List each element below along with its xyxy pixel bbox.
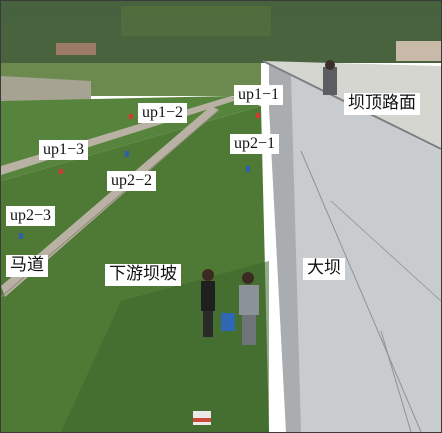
person-right-head <box>242 272 254 284</box>
survey-marker-up1-2 <box>129 114 133 119</box>
wall-crack-1 <box>300 150 422 432</box>
label-up2-1: up2−1 <box>230 134 280 155</box>
equipment-box <box>221 313 235 331</box>
person-right-legs <box>242 315 256 345</box>
label-crest-road: 坝顶路面 <box>344 93 420 115</box>
person-left-head <box>202 269 214 281</box>
distant-building-right <box>396 41 441 61</box>
person-left-body <box>201 281 215 311</box>
survey-marker-up2-1 <box>246 166 250 172</box>
slope-sign-stripe <box>193 418 211 422</box>
distant-building-left <box>56 43 96 55</box>
survey-marker-up2-2 <box>125 151 129 157</box>
dam-wall-shadow <box>269 63 301 432</box>
label-up1-2: up1−2 <box>138 103 188 124</box>
label-up2-2: up2−2 <box>107 171 157 192</box>
crest-road-surface <box>263 61 441 151</box>
survey-marker-up1-1 <box>256 113 260 118</box>
wall-crack-2 <box>330 200 441 302</box>
wall-crack-3 <box>380 330 412 432</box>
label-berm: 马道 <box>6 255 48 277</box>
dam-wall-face <box>269 63 441 432</box>
label-up2-3: up2−3 <box>6 206 56 227</box>
stone-retaining-wall <box>1 76 91 101</box>
distant-trees-highlight <box>121 6 271 36</box>
label-up1-3: up1−3 <box>39 140 89 161</box>
label-up1-1: up1−1 <box>234 85 284 106</box>
person-on-crest-head <box>325 60 335 70</box>
survey-marker-up2-3 <box>19 233 23 239</box>
person-on-crest <box>323 67 337 95</box>
survey-marker-up1-3 <box>59 169 63 174</box>
person-right-body <box>239 285 259 315</box>
person-left-legs <box>203 311 213 337</box>
slope-shade <box>61 261 269 432</box>
label-dam: 大坝 <box>303 258 345 280</box>
berm-path-lower <box>1 106 219 297</box>
label-downstream-slope: 下游坝坡 <box>105 264 181 286</box>
